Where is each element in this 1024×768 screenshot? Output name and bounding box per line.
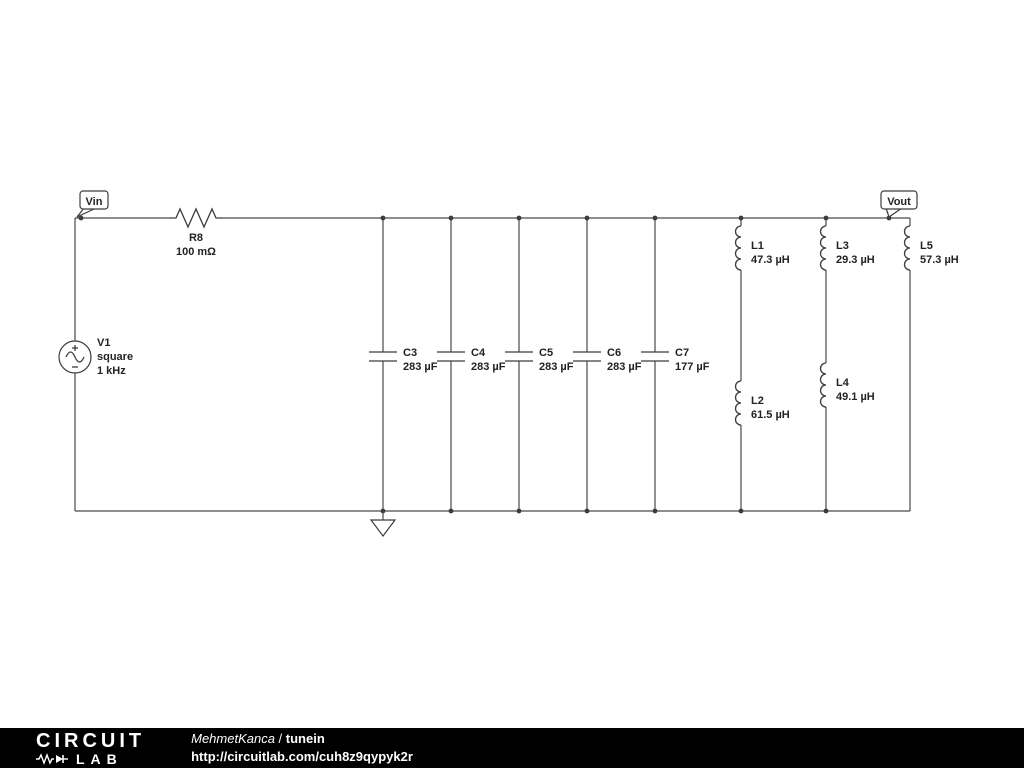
sine-glyph xyxy=(65,351,85,363)
junction-dot xyxy=(516,215,522,221)
c7-name-label: C7 xyxy=(675,347,689,359)
component-c3-capacitor[interactable]: C3 283 µF xyxy=(369,347,438,373)
junction-dots xyxy=(78,215,892,514)
junction-dot xyxy=(738,215,744,221)
r8-name-label: R8 xyxy=(189,232,203,244)
junction-dot xyxy=(584,215,590,221)
capacitor-symbol xyxy=(437,351,465,362)
schematic-canvas: Vin Vout V1 square 1 kHz R8 100 mΩ C3 xyxy=(58,190,959,537)
circuit-title: tunein xyxy=(285,731,325,746)
c3-name-label: C3 xyxy=(403,347,417,359)
c5-value-label: 283 µF xyxy=(539,361,574,373)
c6-value-label: 283 µF xyxy=(607,361,642,373)
resistor-symbol xyxy=(170,207,222,229)
junction-dot xyxy=(652,215,658,221)
circuitlab-logo[interactable]: CIRCUIT LAB xyxy=(36,731,145,766)
l3-value-label: 29.3 µH xyxy=(836,254,875,266)
logo-lab-text: LAB xyxy=(76,750,123,767)
c5-name-label: C5 xyxy=(539,347,553,359)
capacitor-symbol xyxy=(505,351,533,362)
l1-name-label: L1 xyxy=(751,240,764,252)
inductor-symbol xyxy=(734,225,742,271)
ground-symbol[interactable] xyxy=(369,511,397,537)
l4-name-label: L4 xyxy=(836,377,850,389)
inductor-symbol xyxy=(819,225,827,271)
plus-sign xyxy=(72,345,78,351)
junction-dot xyxy=(652,508,658,514)
l3-name-label: L3 xyxy=(836,240,849,252)
l4-value-label: 49.1 µH xyxy=(836,391,875,403)
c4-value-label: 283 µF xyxy=(471,361,506,373)
inductor-symbol xyxy=(903,225,911,271)
ground-triangle xyxy=(369,519,397,537)
component-v1-source[interactable]: V1 square 1 kHz xyxy=(58,337,133,377)
component-l5-inductor[interactable]: L5 57.3 µH xyxy=(903,225,959,271)
c3-value-label: 283 µF xyxy=(403,361,438,373)
l5-name-label: L5 xyxy=(920,240,933,252)
junction-dot xyxy=(823,215,829,221)
circuit-url-link[interactable]: http://circuitlab.com/cuh8z9qypyk2r xyxy=(191,749,413,764)
inductor-symbol xyxy=(819,362,827,408)
component-c5-capacitor[interactable]: C5 283 µF xyxy=(505,347,574,373)
circuit-byline: MehmetKanca / tunein xyxy=(191,730,413,748)
l1-value-label: 47.3 µH xyxy=(751,254,790,266)
capacitor-symbol xyxy=(369,351,397,362)
l2-value-label: 61.5 µH xyxy=(751,409,790,421)
c7-value-label: 177 µF xyxy=(675,361,710,373)
junction-dot xyxy=(584,508,590,514)
flag-box xyxy=(880,190,918,210)
component-l3-inductor[interactable]: L3 29.3 µH xyxy=(819,225,875,271)
component-c7-capacitor[interactable]: C7 177 µF xyxy=(641,347,710,373)
capacitor-symbol xyxy=(573,351,601,362)
junction-dot xyxy=(516,508,522,514)
l2-name-label: L2 xyxy=(751,395,764,407)
c4-name-label: C4 xyxy=(471,347,486,359)
wires xyxy=(74,217,911,512)
c6-name-label: C6 xyxy=(607,347,621,359)
logo-circuit-text: CIRCUIT xyxy=(36,729,146,752)
logo-waveform-icon xyxy=(36,752,68,765)
author-name: MehmetKanca xyxy=(191,731,275,746)
junction-dot xyxy=(78,215,84,221)
net-flag-vout[interactable]: Vout xyxy=(880,190,918,218)
junction-dot xyxy=(380,215,386,221)
flag-box xyxy=(79,190,109,210)
l5-value-label: 57.3 µH xyxy=(920,254,959,266)
byline-separator: / xyxy=(274,731,286,746)
v1-name-label: V1 xyxy=(97,337,110,349)
component-l2-inductor[interactable]: L2 61.5 µH xyxy=(734,380,790,426)
v1-waveform-label: square xyxy=(97,351,133,363)
component-c6-capacitor[interactable]: C6 283 µF xyxy=(573,347,642,373)
footer-bar: CIRCUIT LAB MehmetKanca / tunein http://… xyxy=(0,728,1024,768)
component-l1-inductor[interactable]: L1 47.3 µH xyxy=(734,225,790,271)
inductor-symbol xyxy=(734,380,742,426)
component-r8-resistor[interactable]: R8 100 mΩ xyxy=(170,207,222,258)
component-c4-capacitor[interactable]: C4 283 µF xyxy=(437,347,506,373)
v1-frequency-label: 1 kHz xyxy=(97,365,126,377)
junction-dot xyxy=(448,215,454,221)
junction-dot xyxy=(823,508,829,514)
schematic-svg: Vin Vout V1 square 1 kHz R8 100 mΩ C3 xyxy=(58,190,959,537)
r8-value-label: 100 mΩ xyxy=(176,246,216,258)
component-l4-inductor[interactable]: L4 49.1 µH xyxy=(819,362,875,408)
footer-meta: MehmetKanca / tunein http://circuitlab.c… xyxy=(191,730,413,766)
junction-dot xyxy=(738,508,744,514)
vout-label: Vout xyxy=(887,196,911,208)
capacitor-symbol xyxy=(641,351,669,362)
net-flag-vin[interactable]: Vin xyxy=(76,190,109,218)
vin-label: Vin xyxy=(86,196,103,208)
junction-dot xyxy=(448,508,454,514)
